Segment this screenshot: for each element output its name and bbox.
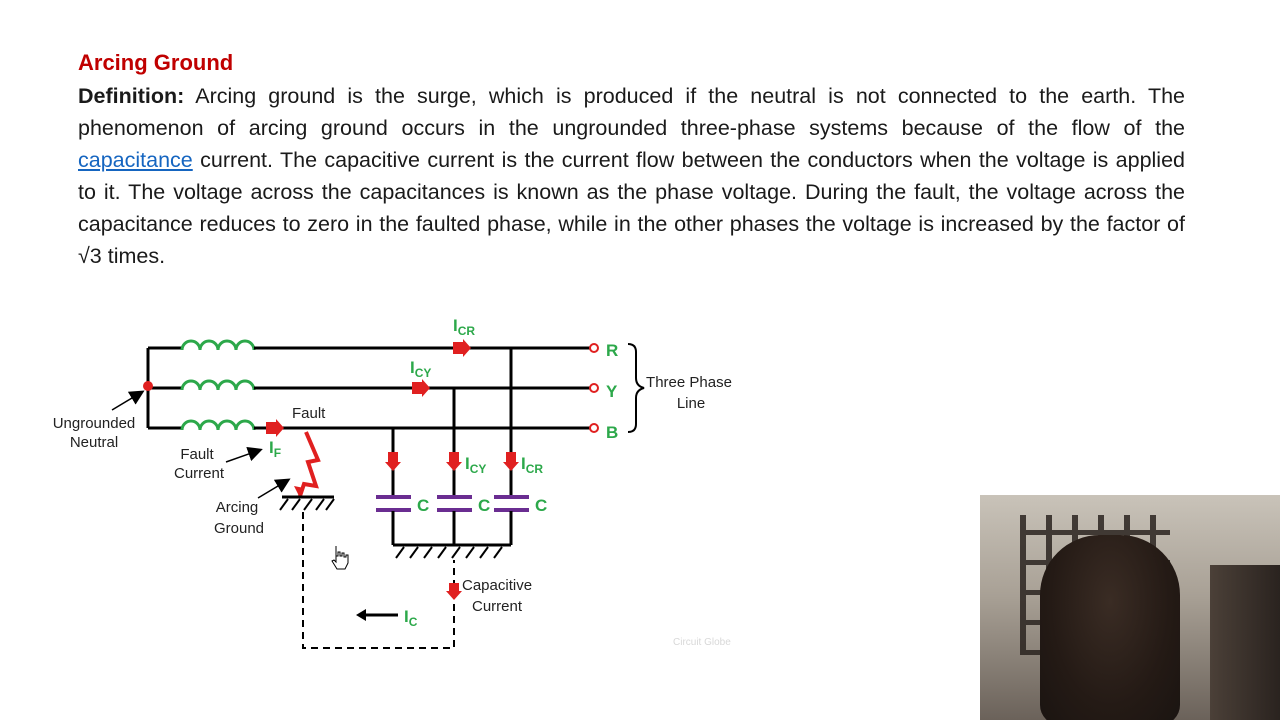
icy-top-label: ICY <box>410 358 431 380</box>
return-path <box>302 512 455 649</box>
definition-text-part2: current. The capacitive current is the c… <box>78 148 1185 268</box>
terminal-y <box>589 383 599 393</box>
ic-label: IC <box>404 607 418 629</box>
phase-y-label: Y <box>606 382 618 401</box>
if-label: IF <box>269 438 281 460</box>
capacitive-current-label-1: Capacitive <box>462 577 532 594</box>
capacitive-current-arrow <box>446 583 462 600</box>
fault-current-label-2: Current <box>174 465 225 482</box>
fault-lightning <box>298 431 321 497</box>
phase-r-label: R <box>606 341 618 360</box>
ic-down-arrow-1 <box>385 452 401 471</box>
neutral-point <box>143 381 153 391</box>
webcam-overlay <box>980 495 1280 720</box>
arcing-ground-label-2: Ground <box>214 520 264 537</box>
ungrounded-neutral-label-1: Ungrounded <box>53 415 136 432</box>
capacitors <box>376 495 529 512</box>
phase-brace <box>627 343 645 433</box>
fault-current-label-1: Fault <box>180 446 214 463</box>
cap-label-r: C <box>535 496 547 515</box>
definition-paragraph: Definition: Arcing ground is the surge, … <box>78 80 1185 272</box>
cap-label-b: C <box>417 496 429 515</box>
ungrounded-neutral-label-2: Neutral <box>70 434 118 451</box>
icy-cap-label: ICY <box>465 454 486 476</box>
capacitive-current-label-2: Current <box>472 598 523 615</box>
definition-label: Definition: <box>78 84 185 108</box>
three-phase-line-label-2: Line <box>677 395 705 412</box>
arcing-ground-label-1: Arcing <box>216 499 259 516</box>
three-phase-line-label-1: Three Phase <box>646 374 732 391</box>
slide-title: Arcing Ground <box>78 50 234 75</box>
phase-b-label: B <box>606 423 618 442</box>
if-line-arrow <box>266 419 284 437</box>
cap-label-y: C <box>478 496 490 515</box>
terminal-b <box>589 423 599 433</box>
fault-label: Fault <box>292 405 326 422</box>
phase-coils <box>180 339 256 431</box>
icy-line-arrow <box>412 379 430 397</box>
definition-text-part1: Arcing ground is the surge, which is pro… <box>78 84 1185 140</box>
ic-down-arrow-3 <box>503 452 519 471</box>
icr-cap-label: ICR <box>521 454 543 476</box>
hand-cursor-icon <box>331 546 349 570</box>
icr-line-arrow <box>453 339 471 357</box>
watermark: Circuit Globe <box>673 637 731 648</box>
presenter-video <box>1040 535 1180 720</box>
terminal-r <box>589 343 599 353</box>
icr-top-label: ICR <box>453 316 475 338</box>
capacitance-link[interactable]: capacitance <box>78 148 193 172</box>
ic-down-arrow-2 <box>446 452 462 471</box>
